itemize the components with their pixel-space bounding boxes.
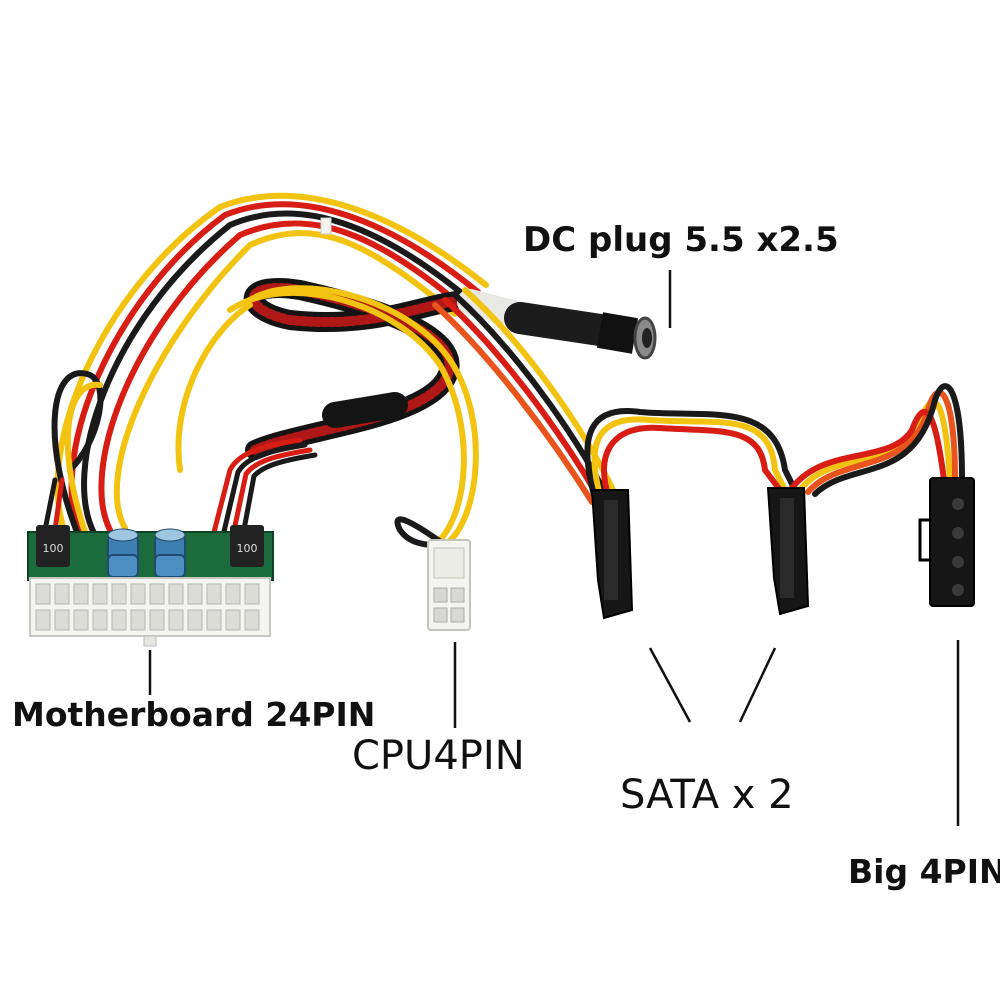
- cpu-wires: [175, 285, 479, 548]
- big-4pin-connector: [918, 477, 975, 607]
- sata-connector-2: [766, 487, 810, 616]
- sata-label: SATA x 2: [620, 772, 794, 818]
- main-wire-bundle: [51, 192, 489, 543]
- callout-lines: [148, 270, 960, 826]
- pcb-marking-left: 100: [43, 542, 64, 555]
- capacitors: [107, 528, 186, 578]
- sleeved-cable: [243, 278, 480, 460]
- dc-plug: [457, 289, 657, 360]
- motherboard-connector: 100 100: [27, 525, 274, 647]
- sata-connector-1: [590, 489, 634, 620]
- big-4pin-label: Big 4PIN: [848, 852, 1000, 891]
- motherboard-label: Motherboard 24PIN: [12, 695, 376, 734]
- pcb-marking-right: 100: [237, 542, 258, 555]
- cable-tie: [320, 217, 332, 235]
- dc-plug-label: DC plug 5.5 x2.5: [523, 220, 839, 260]
- sata-callout-left: [648, 647, 692, 723]
- sata-callout-right: [738, 647, 777, 723]
- cpu-label: CPU4PIN: [352, 733, 525, 779]
- cpu-4pin-connector: [427, 539, 471, 631]
- pcb-wires: [42, 437, 318, 543]
- peripheral-wire-bundle: [432, 287, 965, 505]
